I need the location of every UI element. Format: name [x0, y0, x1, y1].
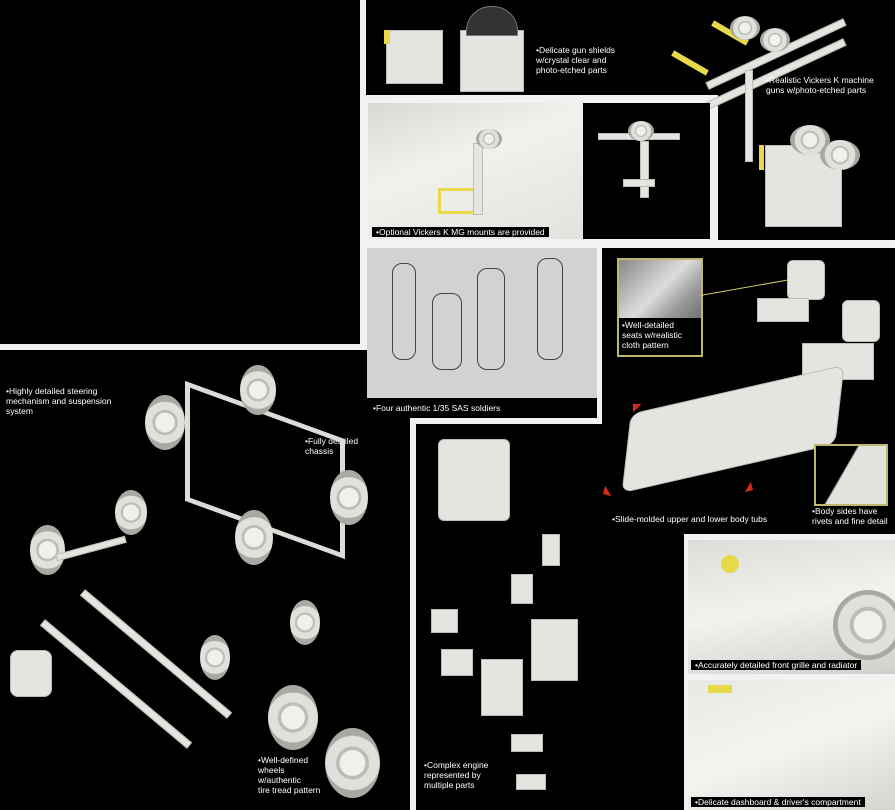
- seat-part: [842, 300, 880, 342]
- arrow-icon: [624, 395, 642, 413]
- panel-mg-mounts: Optional Vickers K MG mounts are provide…: [368, 103, 710, 239]
- panel-chassis: Highly detailed steering mechanism and s…: [0, 350, 410, 810]
- caption-vickers-guns: Realistic Vickers K machine guns w/photo…: [766, 75, 874, 95]
- wheel: [145, 395, 185, 450]
- engine-part: [542, 534, 560, 566]
- arrow-icon: [744, 481, 762, 499]
- panel-front-grille: Accurately detailed front grille and rad…: [688, 540, 895, 674]
- engine-part: [431, 609, 458, 633]
- spare-wheel: [268, 685, 318, 750]
- wheel: [290, 600, 320, 645]
- engine-part: [511, 734, 543, 752]
- axle: [55, 535, 127, 562]
- caption-seats: Well-detailed seats w/realistic cloth pa…: [622, 320, 682, 350]
- caption-body-sides: Body sides have rivets and fine detail: [812, 506, 888, 526]
- engine-part: [481, 659, 523, 716]
- front-wheel: [833, 590, 895, 660]
- caption-chassis: Fully detailed chassis: [305, 436, 358, 456]
- caption-mg-mounts: Optional Vickers K MG mounts are provide…: [372, 227, 549, 237]
- wheel: [200, 635, 230, 680]
- etched-part: [708, 685, 732, 693]
- clear-shield: [466, 6, 518, 36]
- vickers-gun-model: [660, 10, 860, 162]
- spare-wheel: [325, 728, 380, 798]
- wheel: [240, 365, 276, 415]
- caption-body-tubs: Slide-molded upper and lower body tubs: [612, 514, 767, 524]
- engine-part: [441, 649, 473, 676]
- seat-part: [787, 260, 825, 300]
- caption-steering: Highly detailed steering mechanism and s…: [6, 386, 111, 416]
- wheel: [330, 470, 368, 525]
- wheel: [115, 490, 147, 535]
- gun-shield-part: [460, 30, 524, 92]
- gearbox: [10, 650, 52, 697]
- rivets-inset: [814, 444, 888, 506]
- etched-part: [384, 30, 390, 44]
- engine-part: [511, 574, 533, 604]
- arrow-icon: [602, 485, 612, 503]
- headlight: [721, 555, 739, 573]
- caption-engine: Complex engine represented by multiple p…: [424, 760, 488, 790]
- caption-gun-shields: Delicate gun shields w/crystal clear and…: [536, 45, 615, 75]
- caption-grille: Accurately detailed front grille and rad…: [691, 660, 862, 670]
- panel-soldiers: Four authentic 1/35 SAS soldiers: [367, 248, 597, 418]
- wheel: [30, 525, 65, 575]
- panel-seats-body: Well-detailed seats w/realistic cloth pa…: [602, 248, 895, 534]
- engine-part: [531, 619, 578, 681]
- wheel: [235, 510, 273, 565]
- caption-soldiers: Four authentic 1/35 SAS soldiers: [373, 403, 500, 413]
- caption-dashboard: Delicate dashboard & driver's compartmen…: [691, 797, 865, 807]
- gun-shield-part: [386, 30, 443, 84]
- soldier-figures-sketch: [367, 248, 597, 398]
- engine-block: [438, 439, 510, 521]
- caption-wheels: Well-defined wheels w/authentic tire tre…: [258, 755, 320, 795]
- panel-dashboard: Delicate dashboard & driver's compartmen…: [688, 680, 895, 810]
- panel-gun-shields: Delicate gun shields w/crystal clear and…: [366, 0, 895, 95]
- blank-area: [0, 0, 360, 344]
- frame-rail: [39, 619, 193, 749]
- twin-mg-shield-model: [755, 120, 885, 230]
- seat-part: [757, 298, 809, 322]
- engine-part: [516, 774, 546, 790]
- body-tub-part: [621, 364, 845, 494]
